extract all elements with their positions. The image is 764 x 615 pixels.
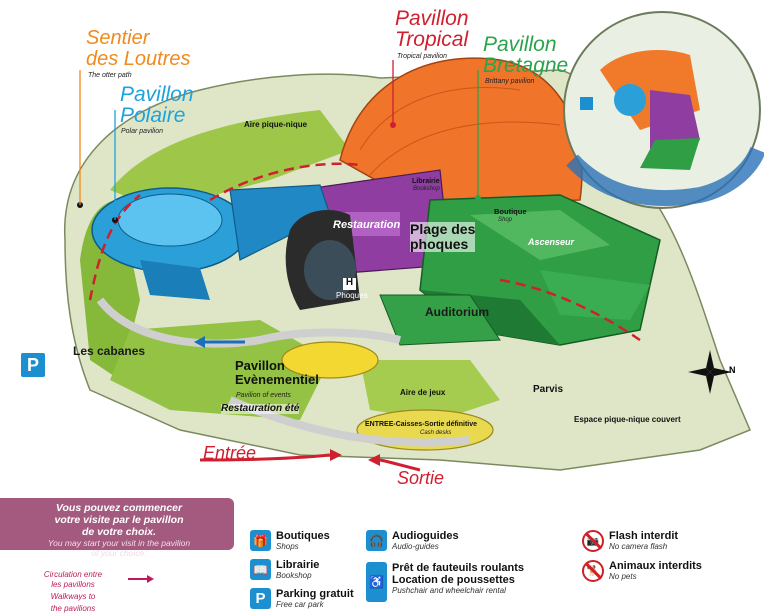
info-en-line1: You may start your visit in the pavilion [47,538,191,548]
cabins-label: Les cabanes [73,344,146,358]
grass-north [110,110,350,210]
tropical-title-line1: Pavillon [395,7,469,30]
legend-rental-title2: Location de poussettes [392,574,515,586]
legend-rental-title1: Prêt de fauteuils roulants [392,562,525,574]
walkway [96,297,401,348]
legend-bookshop-title: Librairie [276,559,320,571]
seal-beach-line2: phoques [410,236,469,252]
walkway-arrow [499,278,641,342]
book-icon: 📖 [250,559,271,580]
parking-icon: P [250,588,271,609]
legend-bookshop: 📖 Librairie Bookshop [250,559,319,581]
covered-picnic-label: Espace pique-nique couvert [574,415,681,424]
legend-parking: P Parking gratuit Free car park [250,588,354,610]
legend-bookshop-sub: Bookshop [276,571,312,580]
info-fr-line1: Vous pouvez commencer [55,502,183,514]
seal-sign: H [343,278,356,290]
otters-title-line1: Sentier [86,27,150,49]
events-title-line1: Pavillon [235,358,285,373]
restauration-label: Restauration [333,219,401,231]
polar-title-line2: Polaire [120,104,186,127]
cash-desks-sub: Cash desks [420,430,452,436]
tropical-subtitle: Tropical pavilion [397,53,448,60]
no-flash-icon: 📷 [582,530,604,552]
info-en-line2: of your choice. [91,548,147,558]
walkway-arrow-icon [128,575,154,583]
parking-sign: P [21,353,45,377]
cash-desks-label: ENTREE-Caisses-Sortie définitive [365,421,478,428]
brittany-title-line1: Pavillon [483,33,557,56]
polar-subtitle: Polar pavilion [121,128,164,135]
legend-parking-title: Parking gratuit [276,588,354,600]
events-title-line2: Evènementiel [235,372,319,387]
shop-sub: Shop [498,217,513,223]
walkway-arrow [88,194,141,301]
bookshop-label: Librairie [412,178,440,185]
walkway-fr-line2: les pavillons [51,580,95,589]
summer-food-label: Restauration été [221,403,300,414]
entrance-label: Entrée [203,443,257,463]
bookshop-sub: Bookshop [413,186,440,192]
walkway-arrow [379,458,421,472]
no-pets-icon: 🐕 [582,560,604,582]
legend-no-pets: 🐕 Animaux interdits No pets [582,560,702,582]
info-fr-line2: votre visite par le pavillon [54,514,184,526]
walkway-legend: Circulation entre les pavillons Walkways… [18,570,128,614]
legend-rental: ♿ Prêt de fauteuils roulants Location de… [366,562,524,602]
events-pavilion [281,341,379,379]
exit-label: Sortie [397,468,445,488]
legend-audioguides-sub: Audio-guides [392,542,439,551]
legend-parking-sub: Free car park [276,600,324,609]
legend-shops-title: Boutiques [276,530,330,542]
brittany-subtitle: Brittany pavilion [485,78,535,85]
legend-no-flash-title: Flash interdit [609,530,679,542]
seal-beach-label: Plage des phoques [410,221,476,252]
seals-label: Phoques [336,291,368,300]
legend-no-pets-sub: No pets [609,572,637,581]
legend-shops-sub: Shops [276,542,299,551]
walkway-en-line2: the pavilions [50,604,96,613]
legend-shops: 🎁 Boutiques Shops [250,530,330,552]
compass-rose [688,350,732,394]
auditorium-label: Auditorium [425,305,489,319]
otters-title-line2: des Loutres [86,48,191,70]
grass-south [110,320,330,420]
events-subtitle: Pavilion of events [236,392,291,399]
gift-icon: 🎁 [250,530,271,551]
playground-label: Aire de jeux [400,388,446,397]
park-map: Sentier des Loutres The otter path Pavil… [64,8,764,488]
picnic-label: Aire pique-nique [244,120,308,129]
legend-audioguides: 🎧 Audioguides Audio-guides [366,530,459,552]
seal-beach-line1: Plage des [410,221,476,237]
map-illustration [64,11,764,472]
polar-title: Pavillon Polaire [120,84,194,126]
info-fr-line3: de votre choix. [81,526,157,538]
headphones-icon: 🎧 [366,530,387,551]
walkway-fr-line1: Circulation entre [43,570,103,579]
legend-audioguides-title: Audioguides [392,530,459,542]
tropical-title: Pavillon Tropical [395,8,469,50]
compass-north: N [729,365,736,375]
brittany-title: Pavillon Bretagne [483,34,568,76]
grass-playground [360,360,500,420]
parvis-label: Parvis [533,384,564,395]
otters-subtitle: The otter path [88,72,132,79]
legend-rental-sub: Pushchair and wheelchair rental [392,586,506,595]
auditorium [379,294,501,346]
elevator-label: Ascenseur [528,237,575,247]
walkway-arrow [199,453,331,462]
polar-title-line1: Pavillon [120,83,194,106]
legend-no-flash-sub: No camera flash [609,542,668,551]
legend-no-flash: 📷 Flash interdit No camera flash [582,530,678,552]
legend-no-pets-title: Animaux interdits [609,560,702,572]
brittany-title-line2: Bretagne [483,54,569,77]
wheelchair-icon: ♿ [366,562,387,602]
walkway-en-line1: Walkways to [50,592,96,601]
walkway-arrow [209,162,361,202]
info-panel: Vous pouvez commencer votre visite par l… [0,498,234,558]
shop-label: Boutique [494,207,527,216]
otters-title: Sentier des Loutres [86,28,191,70]
tropical-title-line2: Tropical [395,28,469,51]
events-title: Pavillon Evènementiel [235,359,319,387]
